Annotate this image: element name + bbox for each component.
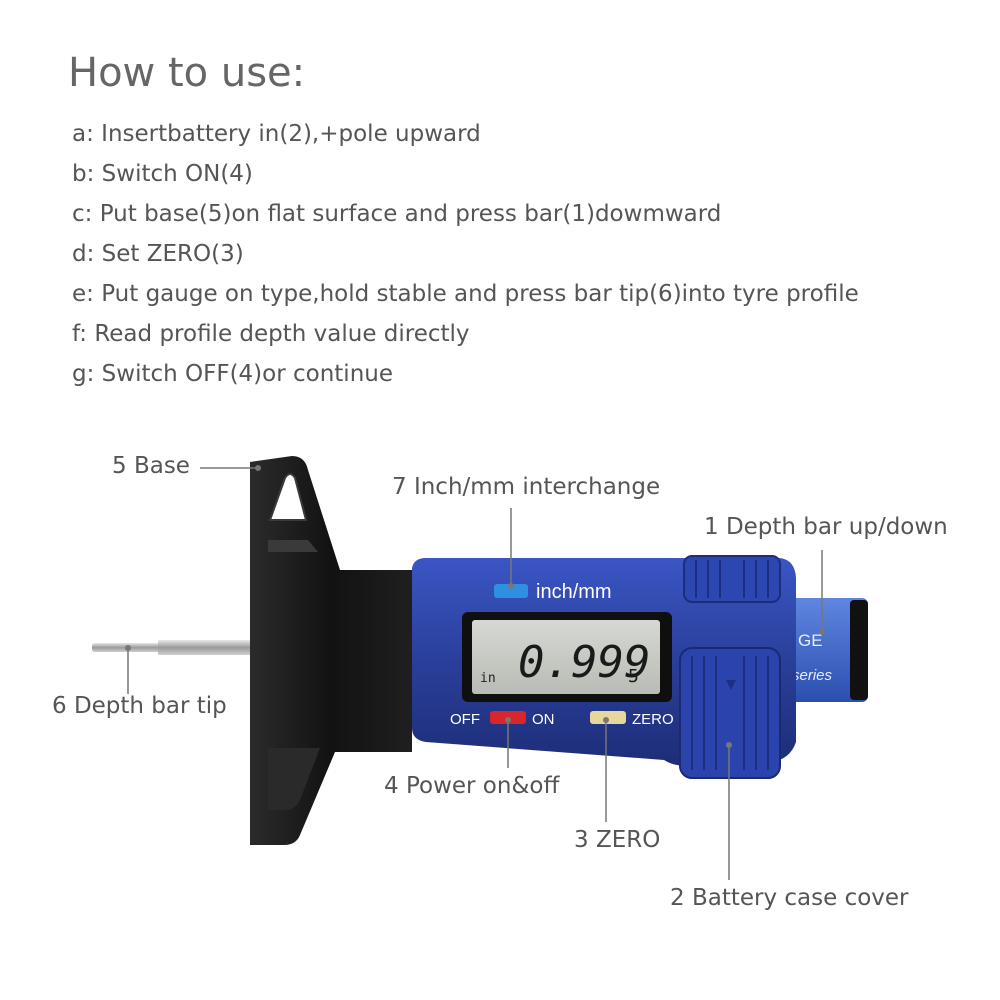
instruction-step-g: g: Switch OFF(4)or continue (72, 361, 394, 387)
callout-leader-dots (125, 465, 825, 748)
lcd-subdigit: 5 (628, 666, 639, 687)
callout-base: 5 Base (112, 453, 190, 479)
instruction-step-d: d: Set ZERO(3) (72, 241, 244, 267)
depth-bar-print-2: series (792, 667, 833, 684)
callout-power: 4 Power on&off (384, 773, 560, 799)
battery-cover-ridges (691, 656, 769, 770)
instruction-step-a: a: Insertbattery in(2),+pole upward (72, 121, 481, 147)
on-label: ON (532, 711, 555, 728)
lcd-reading: 0.999 (518, 637, 650, 688)
off-label: OFF (450, 711, 480, 728)
callout-depth-bar-tip: 6 Depth bar tip (52, 693, 227, 719)
instruction-step-b: b: Switch ON(4) (72, 161, 253, 187)
base-body (250, 456, 412, 845)
page-title: How to use: (68, 50, 306, 96)
instruction-step-c: c: Put base(5)on flat surface and press … (72, 201, 722, 227)
callout-depth-bar: 1 Depth bar up/down (704, 514, 948, 540)
inch-mm-label: inch/mm (536, 581, 612, 603)
inch-mm-button[interactable] (494, 584, 528, 598)
instruction-list: a: Insertbattery in(2),+pole upward b: S… (72, 114, 859, 394)
depth-bar-print-1: GE (798, 631, 823, 650)
callout-inch-mm: 7 Inch/mm interchange (392, 474, 661, 500)
depth-bar: GE series (790, 598, 868, 702)
zero-button[interactable] (590, 711, 626, 724)
depth-bar-thumb-ridges (695, 560, 769, 598)
instruction-step-f: f: Read profile depth value directly (72, 321, 470, 347)
zero-label: ZERO (632, 711, 674, 728)
instruction-step-e: e: Put gauge on type,hold stable and pre… (72, 281, 859, 307)
callout-zero: 3 ZERO (574, 827, 661, 853)
callout-battery-cover: 2 Battery case cover (670, 885, 909, 911)
callout-leader-lines (127, 467, 823, 880)
lcd-unit: in (480, 671, 496, 686)
lcd-display: in 0.999 5 (462, 612, 672, 702)
depth-bar-tip (92, 640, 252, 655)
